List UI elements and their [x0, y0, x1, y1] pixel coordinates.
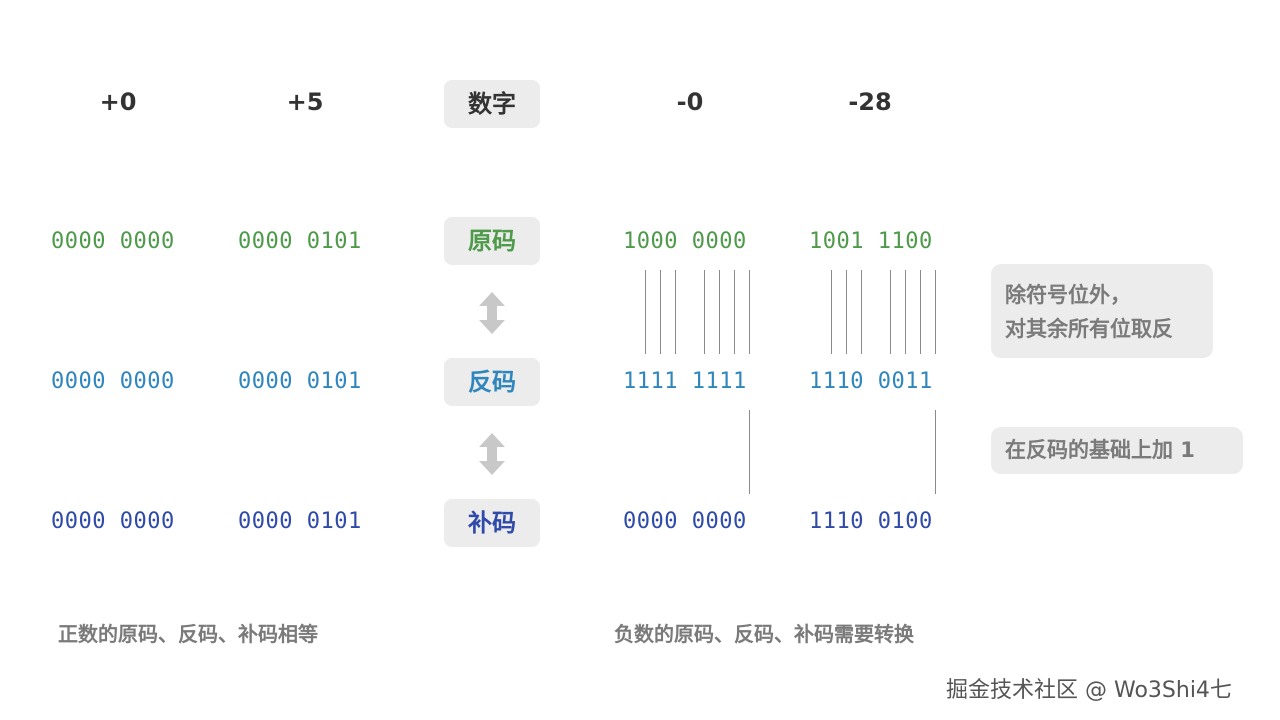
invert-bits-note-line2: 对其余所有位取反 [1005, 317, 1173, 341]
positive-caption: 正数的原码、反码、补码相等 [58, 622, 318, 646]
twos-complement-pos5: 0000 0101 [238, 509, 362, 534]
bit-connector-line [935, 270, 936, 354]
ones-complement-neg0: 1111 1111 [623, 369, 747, 394]
ones-complement-pos5: 0000 0101 [238, 369, 362, 394]
double-arrow-vertical-icon [478, 433, 506, 475]
twos-complement-neg0: 0000 0000 [623, 509, 747, 534]
bit-connector-line [734, 270, 735, 354]
invert-bits-note-line1: 除符号位外， [1005, 283, 1131, 307]
ones-complement-label: 反码 [444, 358, 540, 406]
ones-complement-neg28: 1110 0011 [809, 369, 933, 394]
header-positive-five: +5 [286, 88, 324, 116]
original-code-neg0: 1000 0000 [623, 229, 747, 254]
header-positive-zero: +0 [99, 88, 137, 116]
original-code-label: 原码 [444, 217, 540, 265]
ones-complement-pos0: 0000 0000 [51, 369, 175, 394]
twos-complement-neg28: 1110 0100 [809, 509, 933, 534]
header-number-label: 数字 [444, 80, 540, 128]
bit-connector-line [719, 270, 720, 354]
original-code-pos0: 0000 0000 [51, 229, 175, 254]
negative-caption: 负数的原码、反码、补码需要转换 [614, 622, 914, 646]
bit-connector-line [645, 270, 646, 354]
original-code-pos5: 0000 0101 [238, 229, 362, 254]
bit-connector-line [846, 270, 847, 354]
bit-connector-line [890, 270, 891, 354]
twos-complement-pos0: 0000 0000 [51, 509, 175, 534]
double-arrow-vertical-icon [478, 292, 506, 334]
bit-connector-line [831, 270, 832, 354]
header-negative-28: -28 [848, 88, 892, 116]
bit-connector-line [905, 270, 906, 354]
add-one-connector-line [935, 410, 936, 494]
watermark: 掘金技术社区 @ Wo3Shi4七 [946, 678, 1232, 703]
add-one-connector-line [749, 410, 750, 494]
bit-connector-line [861, 270, 862, 354]
bit-connector-line [920, 270, 921, 354]
original-code-neg28: 1001 1100 [809, 229, 933, 254]
add-one-note: 在反码的基础上加 1 [991, 427, 1243, 474]
bit-connector-line [749, 270, 750, 354]
bit-connector-line [704, 270, 705, 354]
bit-connector-line [675, 270, 676, 354]
bit-connector-line [660, 270, 661, 354]
invert-bits-note: 除符号位外， 对其余所有位取反 [991, 264, 1213, 358]
header-negative-zero: -0 [676, 88, 704, 116]
twos-complement-label: 补码 [444, 499, 540, 547]
